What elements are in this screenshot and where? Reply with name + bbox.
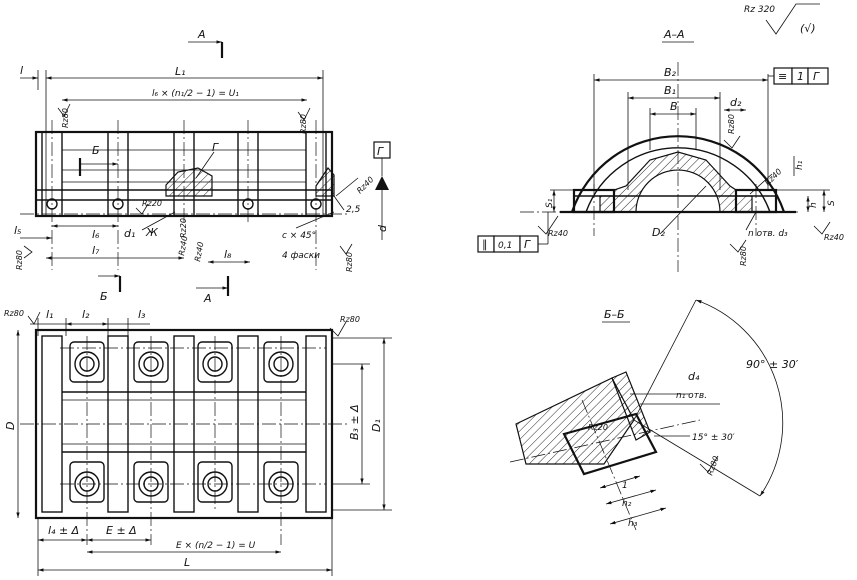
chamfer-note: 4 фаски [282, 251, 320, 261]
rough-rz80-top-right: Rz80 [340, 315, 360, 324]
rough-rz40-aa-right: Rz40 [824, 233, 844, 242]
dim-D: D [4, 422, 17, 430]
general-roughness-bracket: (√) [800, 22, 816, 35]
bb-wedge-hatch [515, 377, 635, 465]
section-g-label: Г [212, 141, 219, 154]
dim-l1-top: l₁ [46, 308, 53, 321]
datum-g-label: Г [377, 145, 384, 158]
rough-rz40-aa-left: Rz40 [548, 229, 568, 238]
detail-zh-label: Ж [145, 226, 159, 239]
section-a-label-top: А [197, 28, 206, 41]
dim-2-5: 2,5 [346, 205, 361, 215]
datum-triangle [375, 176, 389, 190]
rough-rz20-front-inner: Rz20 [179, 218, 188, 238]
dim-d2: d₂ [730, 96, 742, 109]
boss-holes-bottom-row [69, 461, 299, 503]
dim-h3: h₃ [628, 519, 638, 529]
rough-rz20-bb: Rz20 [588, 423, 608, 432]
saddle-hatch [613, 151, 737, 213]
dim-l8: l₈ [224, 248, 232, 261]
rough-rz20-front: Rz20 [142, 199, 162, 208]
rough-rz40-front-lower: Rz40 [193, 241, 205, 262]
dim-E: E ± Δ [106, 524, 137, 537]
dim-l3-top: l₃ [138, 308, 146, 321]
holes-d3-note: n отв. d₃ [748, 229, 788, 239]
dim-l6: l₆ [92, 228, 100, 241]
angle-90-arc [695, 299, 784, 497]
holes-n1-note: n₁ отв. [676, 391, 707, 401]
frame-symmetry-datum: Г [813, 70, 820, 83]
dim-B: B [670, 100, 678, 113]
section-aa: А–А Rz 320 (√) B₂ B₁ B d₂ ≡ 1 Г [477, 3, 844, 272]
rough-rz80-bb: Rz80 [705, 455, 720, 477]
tolerance-frame-symmetry: ≡ 1 Г [768, 67, 829, 85]
dim-chamfer: c × 45° [282, 231, 316, 241]
section-b-label-bottom: Б [100, 290, 108, 303]
front-view: А l L₁ l₆ × (n₁/2 − 1) = U₁ [14, 28, 391, 305]
dim-d: d [376, 224, 389, 232]
angle-15-label: 15° ± 30′ [692, 433, 735, 443]
dim-l5: l₅ [14, 224, 21, 237]
dim-D2: D₂ [652, 226, 665, 239]
dim-l4: l₄ ± Δ [48, 524, 79, 537]
local-section-g [165, 167, 213, 197]
dim-h: h [809, 202, 819, 208]
section-a-label-bottom: А [203, 292, 212, 305]
dim-l6-formula: l₆ × (n₁/2 − 1) = U₁ [152, 89, 239, 99]
frame-parallel-value: 0,1 [498, 241, 512, 251]
section-mark-a-top: А [188, 28, 224, 58]
angle-90-label: 90° ± 30′ [746, 358, 799, 371]
dim-s: S [827, 200, 837, 206]
dim-d4: d₄ [688, 370, 700, 383]
dim-l2-top: l₂ [82, 308, 90, 321]
frame-parallel-symbol: ∥ [482, 238, 488, 251]
rough-rz80-aa-upper: Rz80 [727, 114, 736, 134]
rough-rz80-right-flange: Rz80 [299, 114, 308, 134]
dim-D1: D₁ [370, 419, 383, 432]
dim-l1: L₁ [175, 65, 186, 78]
bb-insert [562, 412, 658, 476]
dim-l7: l₇ [92, 244, 100, 257]
rough-rz80-top-left: Rz80 [4, 309, 24, 318]
dim-L: L [184, 556, 190, 569]
rough-rz40-aa-mid: Rz40 [763, 167, 783, 187]
section-bb: Б–Б 90° ± 30′ d₄ n₁ отв. 15° ± 30′ Rz20 … [509, 299, 799, 531]
dim-s1: S₁ [545, 198, 555, 208]
rough-rz80-front-bottom-left: Rz80 [15, 250, 24, 270]
dim-h2: h₂ [622, 499, 632, 509]
section-b-label-top: Б [92, 144, 100, 157]
dim-h1: h₁ [795, 160, 805, 170]
tolerance-frame-parallel: ∥ 0,1 Г [477, 212, 549, 253]
dim-B1: B₁ [664, 84, 676, 97]
dim-d1: d₁ [124, 227, 135, 240]
rough-rz40-front-inner: Rz40 [177, 235, 189, 256]
dim-1-bb: 1 [622, 481, 628, 491]
dim-B3: B₃ ± Δ [348, 404, 361, 440]
rough-rz80-right-bottom: Rz80 [345, 252, 354, 272]
section-aa-title: А–А [663, 28, 685, 41]
frame-parallel-datum: Г [524, 238, 531, 251]
end-chamfer-hatch [315, 167, 335, 197]
rough-rz80-aa-lower: Rz80 [739, 246, 748, 266]
section-bb-title: Б–Б [604, 308, 625, 321]
frame-symmetry-value: 1 [797, 70, 804, 83]
top-view: Rz80 Rz80 l₁ l₂ l₃ [4, 308, 392, 576]
dim-E-formula: E × (n/2 − 1) = U [176, 541, 256, 551]
rough-rz80-left-flange: Rz80 [61, 108, 70, 128]
dim-l: l [20, 64, 23, 77]
frame-symmetry-symbol: ≡ [778, 70, 787, 83]
general-roughness: Rz 320 [744, 5, 775, 15]
dim-B2: B₂ [664, 66, 677, 79]
rough-rz40-right: Rz40 [355, 175, 375, 195]
